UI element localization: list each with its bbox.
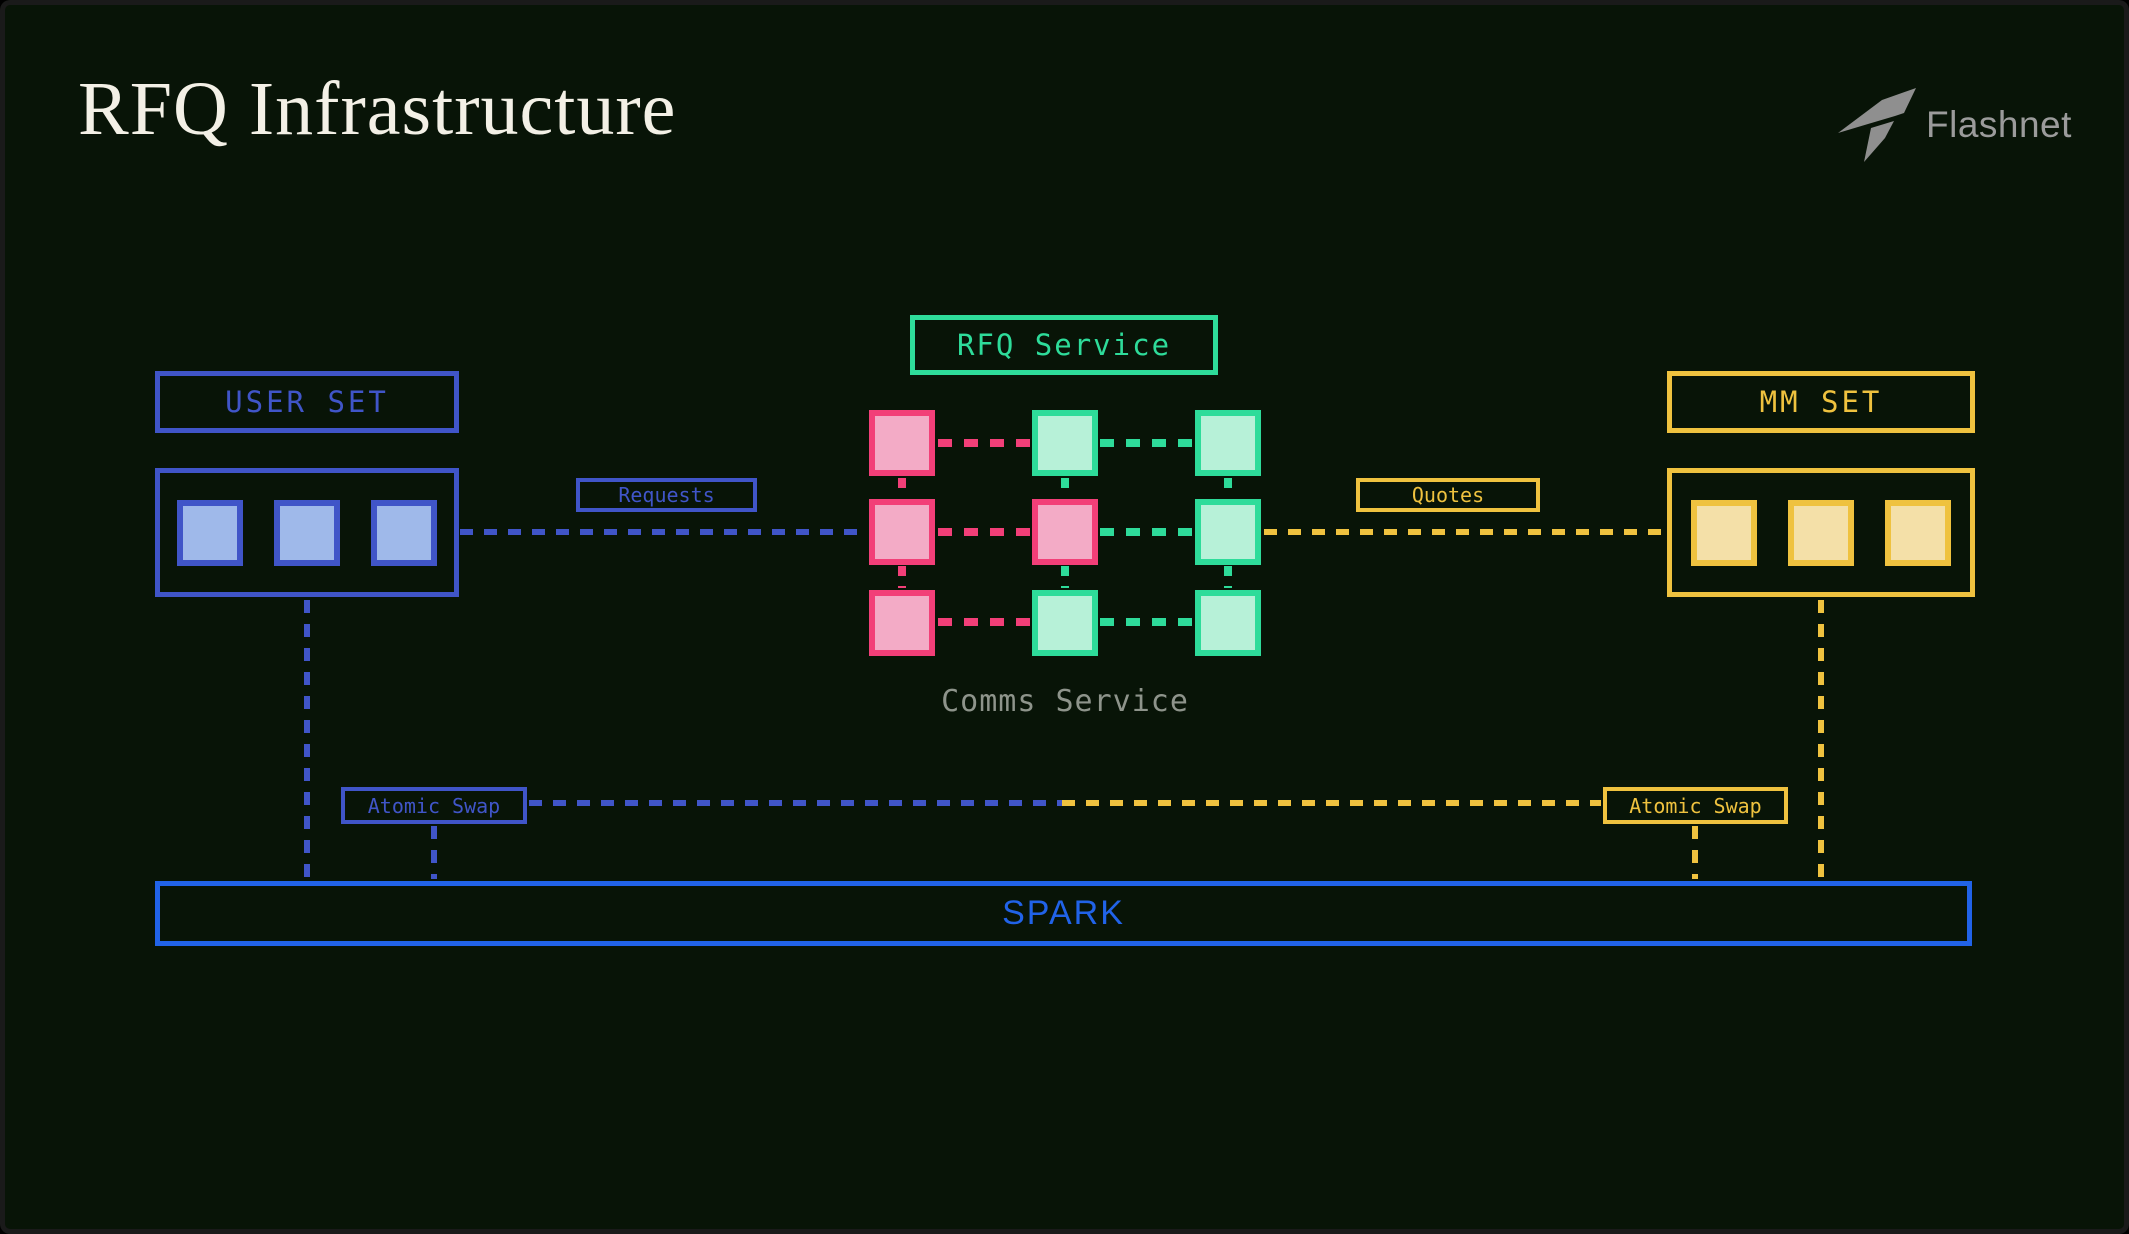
atomic-swap-left-label-box: Atomic Swap <box>341 787 527 824</box>
comms-node-r3c1 <box>869 590 935 656</box>
flashnet-logo-text: Flashnet <box>1926 104 2072 145</box>
comms-node-r3c2 <box>1032 590 1098 656</box>
atomic-swap-right-label: Atomic Swap <box>1629 793 1762 818</box>
page-title: RFQ Infrastructure <box>78 67 677 151</box>
mm-set-label: MM SET <box>1759 385 1883 419</box>
flashnet-logo: Flashnet <box>1838 88 2072 162</box>
comms-node-r2c3 <box>1195 499 1261 565</box>
comms-node-r3c3 <box>1195 590 1261 656</box>
spark-bar: SPARK <box>155 881 1972 946</box>
comms-node-r1c3 <box>1195 410 1261 476</box>
atomic-swap-left-label: Atomic Swap <box>367 793 501 818</box>
user-set-title-box: USER SET <box>155 371 459 433</box>
quotes-edge-label-box: Quotes <box>1356 478 1540 512</box>
user-set-container <box>155 468 459 597</box>
user-agent-square <box>274 499 340 566</box>
atomic-swap-right-label-box: Atomic Swap <box>1603 787 1788 824</box>
mm-agent-square <box>1885 499 1951 566</box>
user-set-label: USER SET <box>225 385 389 419</box>
user-agent-square <box>177 499 243 566</box>
mm-set-title-box: MM SET <box>1667 371 1975 433</box>
requests-edge-label-box: Requests <box>576 478 757 512</box>
user-agent-square <box>371 499 437 566</box>
quotes-edge-label: Quotes <box>1411 483 1485 507</box>
rfq-service-box: RFQ Service <box>910 315 1218 375</box>
comms-node-r1c1 <box>869 410 935 476</box>
requests-edge-label: Requests <box>618 483 715 507</box>
comms-node-r2c1 <box>869 499 935 565</box>
spark-label: SPARK <box>1002 894 1125 932</box>
comms-node-r2c2 <box>1032 499 1098 565</box>
comms-service-caption: Comms Service <box>941 684 1189 719</box>
mm-agent-square <box>1691 499 1757 566</box>
flash-mark-icon <box>1838 88 1916 162</box>
mm-agent-square <box>1788 499 1854 566</box>
rfq-service-label: RFQ Service <box>956 328 1172 362</box>
mm-set-container <box>1667 468 1975 597</box>
comms-node-r1c2 <box>1032 410 1098 476</box>
